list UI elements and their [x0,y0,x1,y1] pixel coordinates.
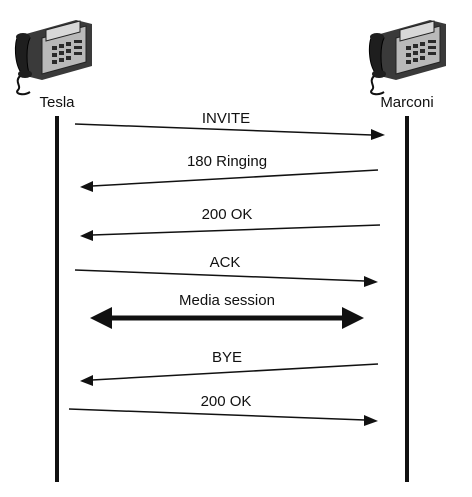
arrowhead [80,181,93,192]
message-arrow [74,123,373,136]
message-label: 200 OK [201,393,252,410]
message-180-ringing: 180 Ringing [80,153,379,192]
message-label: INVITE [202,110,250,127]
message-arrow [68,408,366,421]
arrowhead [90,307,112,329]
message-label: 180 Ringing [187,153,267,170]
message-bye: BYE [80,349,379,386]
arrowhead [80,230,93,241]
media-session: Media session [90,292,364,329]
message-label: Media session [179,292,275,309]
message-label: 200 OK [202,206,253,223]
arrowhead [364,415,378,426]
arrowhead [364,276,378,287]
message-label: BYE [212,349,242,366]
arrowhead [342,307,364,329]
arrowhead [80,375,93,386]
arrowhead [371,129,385,140]
message-arrow [91,169,379,187]
message-arrow [91,363,379,381]
right-party-name: Marconi [380,94,433,111]
left-party-name: Tesla [39,94,75,111]
desk-phone-icon [14,19,94,96]
message-label: ACK [210,254,241,271]
message-invite: INVITE [74,110,385,140]
message-200-ok: 200 OK [80,206,381,241]
message-arrow [74,269,366,282]
message-arrow [91,224,381,236]
left-party: Tesla [14,19,94,482]
message-ack: ACK [74,254,378,287]
message-200-ok-final: 200 OK [68,393,378,426]
right-party: Marconi [368,19,447,482]
desk-phone-icon [368,19,447,96]
